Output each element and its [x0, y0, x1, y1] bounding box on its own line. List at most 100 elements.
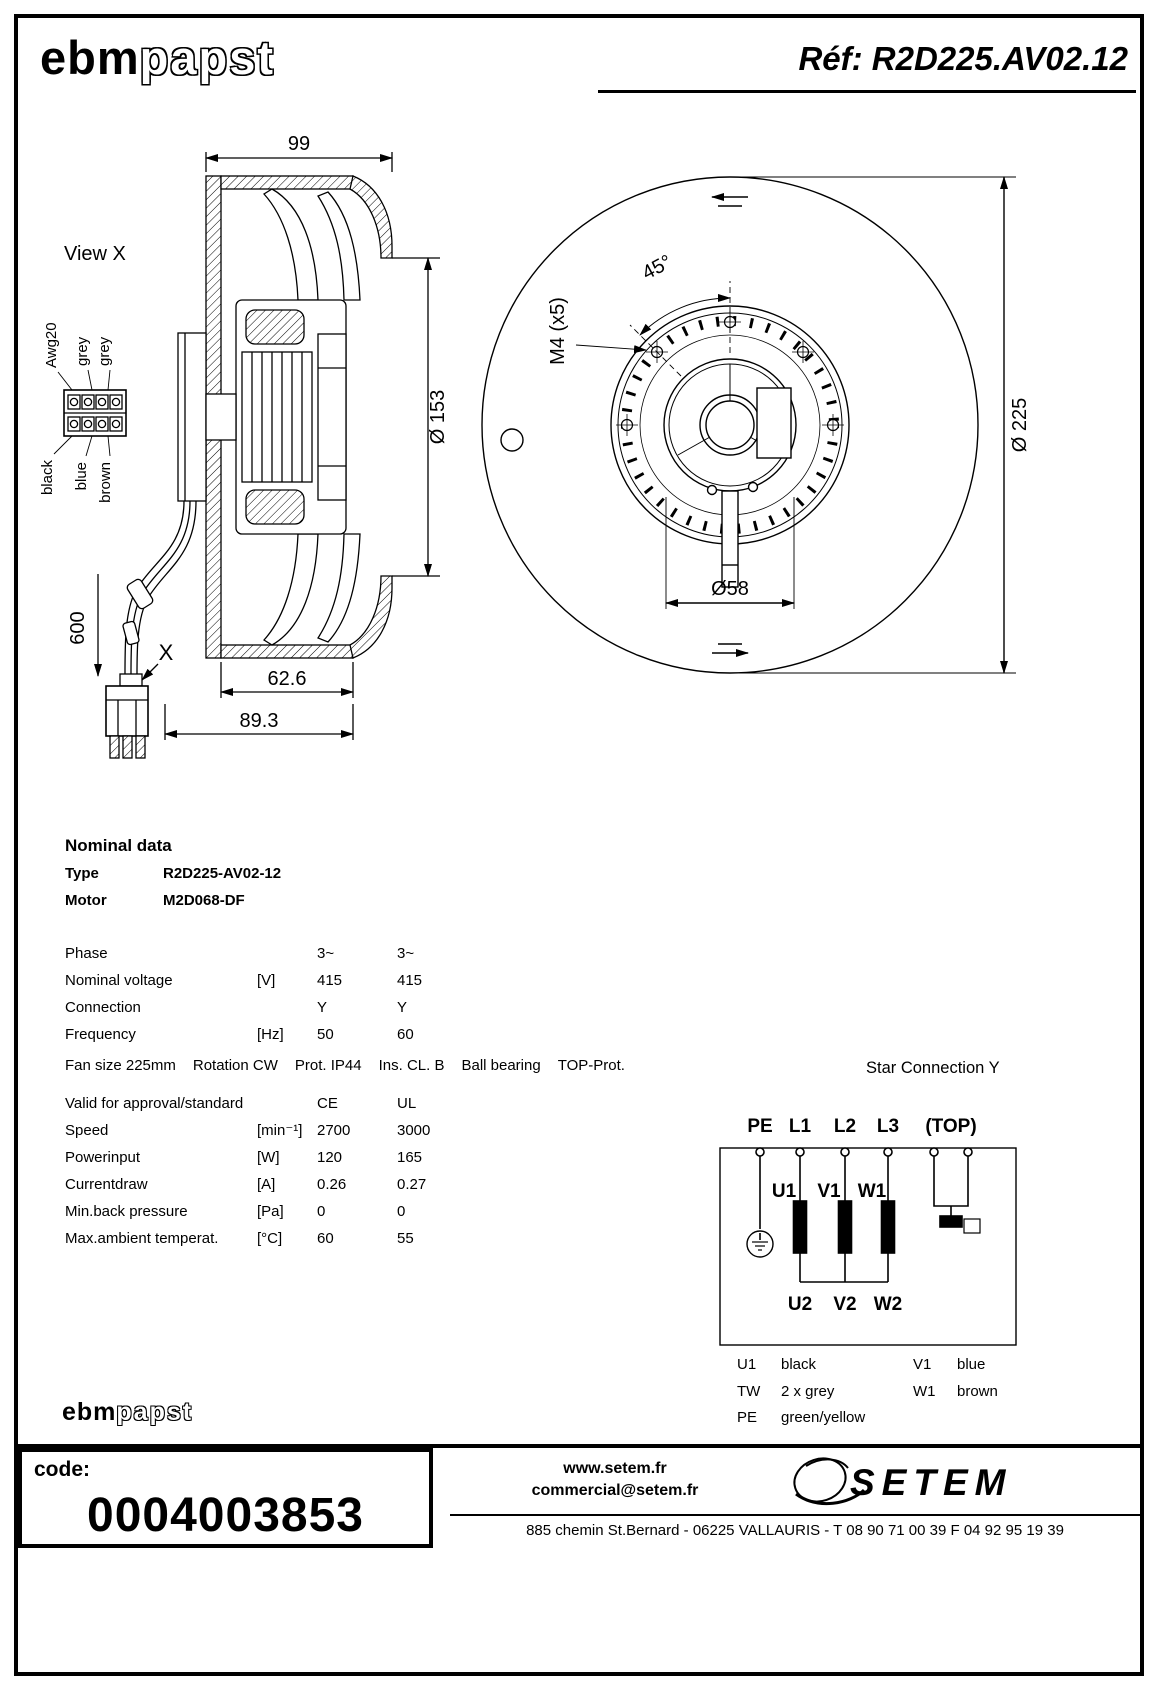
dim-89-3-dimension [164, 704, 354, 740]
spec-unit: [min⁻¹] [257, 1122, 303, 1139]
spec-value-50hz: 3~ [317, 945, 335, 962]
spec-label: Frequency [65, 1026, 136, 1043]
code-label: code: [34, 1458, 91, 1481]
spec-value-50hz: Y [317, 999, 328, 1016]
spec-unit: [W] [257, 1149, 280, 1166]
legend-key: V1 [913, 1356, 932, 1373]
legend-row: V1 blue [913, 1352, 998, 1379]
type-label: Type [65, 865, 99, 882]
dim-89-3-label: 89.3 [240, 710, 279, 732]
spec-value-50hz: CE [317, 1095, 338, 1112]
spec-value-60hz: 0 [397, 1203, 406, 1220]
dim-225-label: Ø 225 [1009, 398, 1031, 452]
spec-value-50hz: 0 [317, 1203, 326, 1220]
setem-swoosh-icon [793, 1457, 866, 1506]
terminal-box [756, 387, 792, 459]
spec-value-60hz: UL [397, 1095, 417, 1112]
winding-label-v2: V2 [833, 1294, 856, 1315]
spec-value-60hz: 0.27 [397, 1176, 427, 1193]
rotation-mark-top [711, 193, 748, 207]
spec-value-60hz: 3000 [397, 1122, 431, 1139]
winding-label-u1: U1 [772, 1181, 797, 1202]
connector-pin-detail [53, 369, 127, 457]
footer-logo-ebm-text: ebm [62, 1398, 117, 1426]
logo-papst-text: papst [139, 31, 275, 84]
code-value: 0004003853 [87, 1489, 364, 1542]
motor-value: M2D068-DF [163, 892, 245, 909]
cable-connector [105, 673, 149, 759]
wiring-diagram: PE L1 L2 L3 (TOP) U1 V1 W1 U2 V2 W2 [719, 1116, 1017, 1346]
footer-rule [18, 1444, 1140, 1448]
legend-value: blue [957, 1356, 986, 1373]
spec-value-60hz: Y [397, 999, 408, 1016]
footer-logo-papst-text: papst [116, 1398, 194, 1426]
legend-row: W1 brown [913, 1379, 998, 1406]
feature-rotation: Rotation CW [192, 1057, 278, 1074]
spec-label: Speed [65, 1122, 109, 1139]
spec-label: Currentdraw [65, 1176, 148, 1193]
spec-value-60hz: 55 [397, 1230, 414, 1247]
type-motor-table: Type R2D225-AV02-12 Motor M2D068-DF [65, 860, 281, 914]
spec-unit: [°C] [257, 1230, 283, 1247]
winding-label-w1: W1 [858, 1181, 887, 1202]
legend-value: brown [957, 1382, 998, 1400]
feature-fan-size: Fan size 225mm [65, 1057, 176, 1074]
terminal-circles [755, 1147, 973, 1157]
wire-label-black: black [40, 460, 56, 496]
wire-label-grey-1: grey [74, 336, 91, 366]
contact-info: www.setem.fr commercial@setem.fr [450, 1458, 780, 1502]
nominal-data-title: Nominal data [65, 836, 172, 855]
power-cable [122, 500, 197, 687]
spec-value-50hz: 0.26 [317, 1176, 347, 1193]
dim-45deg-label: 45° [639, 251, 676, 285]
terminal-label-top: (TOP) [925, 1116, 976, 1137]
dim-153-dimension [392, 257, 440, 577]
legend-key: PE [737, 1409, 758, 1426]
legend-key: U1 [737, 1356, 757, 1373]
spec-unit: [Hz] [257, 1026, 284, 1043]
dim-62-6-label: 62.6 [268, 668, 307, 690]
wiring-box [719, 1147, 1017, 1346]
dim-58-label: Ø58 [711, 578, 749, 600]
motor-assembly [177, 299, 347, 535]
terminal-label-l2: L2 [834, 1116, 856, 1137]
dim-600-label: 600 [67, 611, 89, 644]
fan-front-view-drawing: 45° M4 (x5) Ø58 Ø 225 [481, 176, 1031, 674]
pe-earth-branch [746, 1156, 774, 1258]
spec-unit: [V] [257, 972, 276, 989]
dim-99-label: 99 [288, 133, 310, 155]
spec-label: Valid for approval/standard [65, 1095, 244, 1112]
dim-58-dimension [665, 497, 795, 609]
email-link[interactable]: commercial@setem.fr [531, 1482, 699, 1499]
legend-key: W1 [913, 1382, 936, 1400]
terminal-label-l3: L3 [877, 1116, 899, 1137]
x-pointer-arrow [141, 663, 159, 681]
motor-label: Motor [65, 892, 107, 909]
winding-label-w2: W2 [874, 1294, 903, 1315]
wire-label-brown: brown [97, 462, 114, 503]
spec-value-60hz: 3~ [397, 945, 415, 962]
address-line: 885 chemin St.Bernard - 06225 VALLAURIS … [526, 1522, 1064, 1539]
dim-99-dimension [205, 152, 393, 172]
feature-bearing: Ball bearing [461, 1057, 541, 1074]
spec-value-50hz: 2700 [317, 1122, 351, 1139]
logo-ebm-text: ebm [40, 31, 140, 84]
spec-value-60hz: 60 [397, 1026, 414, 1043]
page-border-frame [14, 14, 1144, 1676]
winding-label-v1: V1 [817, 1181, 841, 1202]
rotation-mark-bottom [712, 643, 749, 657]
spec-value-50hz: 50 [317, 1026, 334, 1043]
feature-protection: Prot. IP44 [294, 1057, 362, 1074]
feature-top-prot: TOP-Prot. [557, 1057, 625, 1074]
website-link[interactable]: www.setem.fr [563, 1460, 667, 1477]
legend-value: 2 x grey [781, 1382, 835, 1400]
spec-label: Max.ambient temperat. [65, 1230, 219, 1247]
dim-153-label: Ø 153 [427, 390, 449, 444]
